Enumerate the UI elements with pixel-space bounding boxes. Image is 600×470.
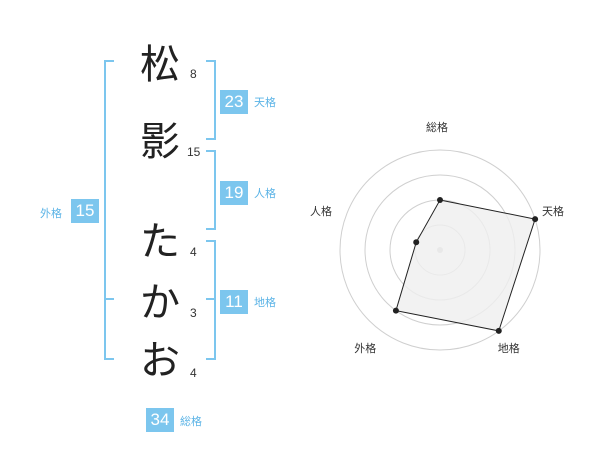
jinkaku-bracket <box>204 150 216 230</box>
tenkaku-bracket <box>204 60 216 140</box>
gaikaku-value-badge: 15 <box>71 199 99 223</box>
soukaku-label: 総格 <box>180 415 202 428</box>
radar-axis-label-5: 人格 <box>309 205 332 219</box>
tenkaku-value-badge: 23 <box>220 90 248 114</box>
radar-axis-label-3: 地格 <box>497 341 520 355</box>
radar-axis-label-2: 天格 <box>542 205 565 219</box>
gaikaku-bracket <box>104 60 118 360</box>
name-char-1: 松 <box>140 42 180 88</box>
stroke-count-3: 4 <box>190 245 197 259</box>
chikaku-label: 地格 <box>254 296 276 309</box>
radar-point-5 <box>413 239 420 246</box>
stroke-count-1: 8 <box>190 67 197 81</box>
soukaku-value-badge: 34 <box>146 408 174 432</box>
stroke-count-2: 15 <box>187 145 201 159</box>
radar-shape <box>395 199 536 332</box>
stroke-count-4: 3 <box>190 306 197 320</box>
stroke-count-5: 4 <box>190 366 197 380</box>
jinkaku-label: 人格 <box>254 187 276 200</box>
radar-axis-label-1: 総格 <box>426 121 448 134</box>
radar-points <box>392 197 539 334</box>
name-char-4: か <box>140 280 180 326</box>
name-char-2: 影 <box>140 119 180 165</box>
radar-point-1 <box>437 197 443 203</box>
radar-point-3 <box>495 327 502 334</box>
radar-point-2 <box>532 216 539 223</box>
name-char-5: お <box>140 338 180 384</box>
tenkaku-label: 天格 <box>254 96 276 109</box>
chikaku-bracket <box>204 240 216 360</box>
name-char-3: た <box>140 219 180 265</box>
radar-point-4 <box>392 307 399 314</box>
jinkaku-value-badge: 19 <box>220 181 248 205</box>
radar-axis-label-4: 外格 <box>354 341 377 355</box>
radar-series-polygon <box>395 199 536 332</box>
gaikaku-label: 外格 <box>40 207 62 220</box>
radar-ring-4 <box>339 149 541 351</box>
chikaku-value-badge: 11 <box>220 290 248 314</box>
